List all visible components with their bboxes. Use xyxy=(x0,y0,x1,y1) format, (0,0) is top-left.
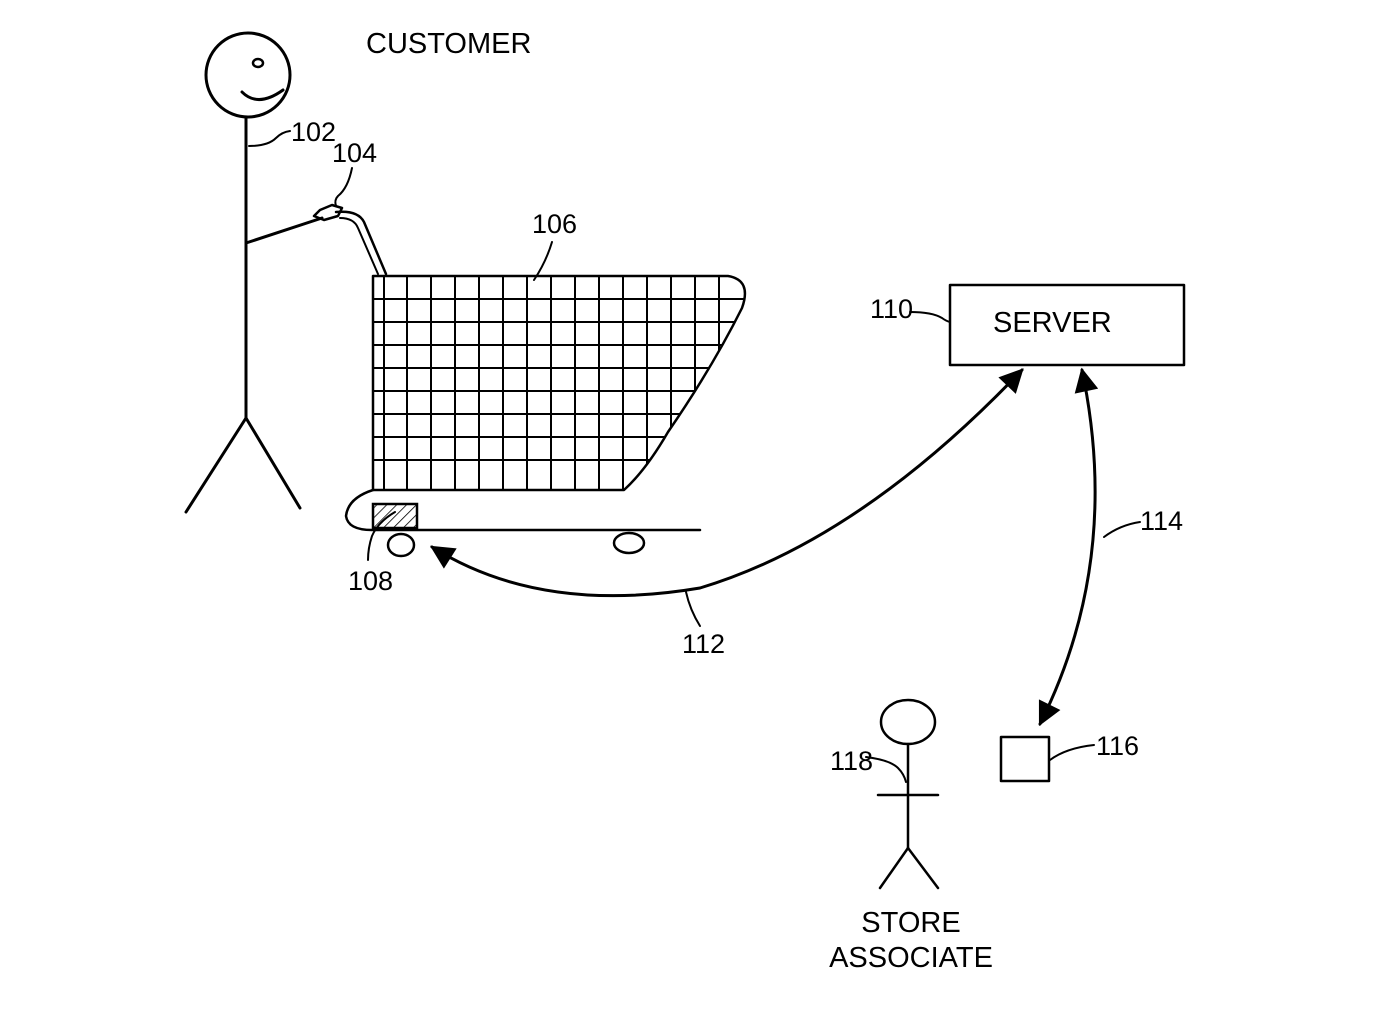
leader-114 xyxy=(1103,521,1141,538)
ref-label-106: 106 xyxy=(532,209,577,239)
server-box: SERVER xyxy=(948,283,1186,367)
leader-102 xyxy=(248,130,291,147)
cart-front-wheel xyxy=(386,532,416,558)
leader-104 xyxy=(334,167,353,207)
ref-label-110: 110 xyxy=(870,294,913,324)
store-associate-figure xyxy=(876,698,940,890)
leader-110 xyxy=(909,311,951,323)
link-112-arrow xyxy=(429,368,1024,598)
ref-label-104: 104 xyxy=(332,138,377,168)
associate-label-line1: STORE xyxy=(861,907,960,939)
customer-arm xyxy=(244,216,324,245)
associate-device xyxy=(999,735,1051,783)
cart-rear-wheel xyxy=(612,531,646,555)
associate-head xyxy=(879,698,937,746)
ref-label-114: 114 xyxy=(1140,506,1183,536)
customer-figure xyxy=(184,31,324,514)
associate-left-leg xyxy=(878,846,910,890)
customer-smile xyxy=(240,88,285,101)
link-114-arrow xyxy=(1038,367,1099,727)
leader-116 xyxy=(1049,744,1095,761)
ref-label-112: 112 xyxy=(682,629,725,659)
leader-106 xyxy=(533,241,553,281)
leader-118 xyxy=(865,756,907,783)
leader-112 xyxy=(685,591,701,627)
leader-108 xyxy=(367,511,396,561)
ref-label-102: 102 xyxy=(291,117,336,147)
customer-right-leg xyxy=(244,416,302,510)
associate-right-leg xyxy=(906,846,940,890)
cart-handle-inner xyxy=(339,217,379,275)
ref-label-108: 108 xyxy=(348,566,393,596)
customer-eye xyxy=(251,57,265,69)
customer-left-leg xyxy=(184,416,248,514)
server-label: SERVER xyxy=(993,307,1112,339)
handheld-device xyxy=(312,203,344,222)
cart-basket-grid xyxy=(371,274,747,492)
ref-label-116: 116 xyxy=(1096,731,1139,761)
customer-title: CUSTOMER xyxy=(366,28,531,60)
customer-head xyxy=(204,31,292,119)
shopping-cart xyxy=(344,274,747,558)
associate-label-line2: ASSOCIATE xyxy=(829,942,993,974)
ref-label-118: 118 xyxy=(830,746,873,776)
cart-base xyxy=(344,488,702,532)
cart-handle xyxy=(334,210,388,276)
